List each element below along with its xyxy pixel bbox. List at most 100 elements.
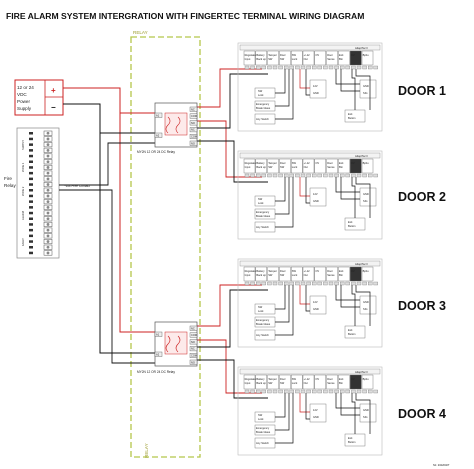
- diagram-title: FIRE ALARM SYSTEM INTERGRATION WITH FING…: [6, 11, 364, 21]
- terminal-pin: [323, 389, 328, 394]
- lock-switch-wire: [275, 69, 286, 94]
- exit-button-box: [344, 217, 366, 231]
- terminal-pin: [289, 389, 294, 394]
- terminal-pin: [334, 173, 339, 178]
- terminal-block-label: OV: [351, 161, 355, 165]
- sensor-gnd: GND: [363, 408, 369, 412]
- terminal-block: [361, 50, 374, 66]
- emergency-wire: [275, 285, 290, 323]
- relay1-to-door2-wire: [197, 140, 268, 183]
- any-switch-label: Any Switch: [256, 333, 269, 337]
- terminal-block-label: Input: [245, 165, 251, 169]
- fire-terminal-marker: [29, 223, 33, 226]
- terminal-pin: [328, 281, 334, 286]
- terminal-pin: [345, 173, 350, 178]
- terminal-pin: [295, 281, 300, 286]
- terminal-block: [338, 158, 350, 174]
- exit-label-2: Button: [348, 332, 356, 336]
- sensor-wire: [340, 177, 360, 200]
- exit-wire: [351, 393, 356, 434]
- terminal-block: [243, 50, 256, 66]
- fire-terminal-screw-head: [46, 143, 50, 147]
- terminal-block-label: Bpbu: [363, 377, 370, 381]
- terminal-block: [361, 374, 374, 390]
- any-switch-label: Any Switch: [256, 117, 269, 121]
- terminal-block: [291, 158, 303, 174]
- emergency-wire: [275, 177, 290, 215]
- relay-coil-pin: [154, 112, 163, 118]
- power-negative-wire: [63, 103, 155, 354]
- terminal-pin: [272, 173, 278, 178]
- terminal-pin: [345, 389, 350, 394]
- door-sensor-box: [359, 79, 377, 99]
- fire-contact-wire: [59, 189, 155, 364]
- terminal-block-label: Out: [304, 273, 308, 277]
- terminal-block-label: Exit: [339, 53, 344, 57]
- sensor-wire: [340, 393, 360, 416]
- terminal-pin: [250, 65, 255, 70]
- relay-pin-label: COM: [191, 114, 197, 118]
- terminal-pin: [345, 281, 350, 286]
- fire-terminal-screw-head: [46, 194, 50, 198]
- terminal-block-label: Door: [327, 269, 333, 273]
- terminal-block: [291, 266, 303, 282]
- fire-terminal-marker: [29, 246, 33, 249]
- power-supply-label-2: VDC: [17, 92, 27, 97]
- relay1-to-door2-wire: [197, 120, 262, 178]
- em-lock-12v: 12V: [313, 300, 318, 304]
- terminal-pin: [250, 173, 255, 178]
- terminal-block-label: Sense: [327, 165, 335, 169]
- terminal-pin: [278, 281, 283, 286]
- emergency-label-2: Break Glass: [256, 430, 271, 434]
- lock-power-wire: [299, 177, 310, 197]
- terminal-block-label: Lock: [292, 381, 298, 385]
- terminal-block-label: Out: [304, 381, 308, 385]
- terminal-block: [267, 266, 279, 282]
- terminal-pin: [256, 65, 261, 70]
- terminal-pin: [244, 281, 250, 286]
- terminal-block: [326, 374, 338, 390]
- terminal-header-bar: [239, 152, 381, 159]
- fire-panel: Fire Relay *Volt Free Contact SUPPLY ZON…: [4, 127, 90, 259]
- terminal-block: [279, 266, 291, 282]
- terminal-pin: [373, 281, 378, 286]
- terminal-pin: [300, 389, 306, 394]
- terminal-block-label: OV: [315, 53, 319, 57]
- relay-zone-bottom-label: RELAY: [144, 443, 149, 458]
- terminal-block: [350, 374, 362, 390]
- relay-switch-symbol: [165, 335, 171, 353]
- power-plus-symbol: +: [51, 86, 56, 95]
- terminal-block-label: Back up: [256, 381, 266, 385]
- terminal-pin: [284, 65, 289, 70]
- exit-button-box: [344, 433, 366, 447]
- terminal-pin: [312, 173, 317, 178]
- terminal-header-bar: [239, 260, 381, 267]
- terminal-pin: [351, 281, 356, 286]
- lock-ground-wire: [305, 285, 310, 312]
- lock-ground-wire: [305, 393, 310, 420]
- fire-terminal-marker: [29, 200, 33, 203]
- terminal-block: [314, 158, 326, 174]
- terminal-header-bar: [239, 368, 381, 375]
- terminal-block-label: SW: [280, 273, 285, 277]
- fire-terminal-screw-head: [46, 223, 50, 226]
- lock-ground-wire: [305, 177, 310, 204]
- emergency-label-2: Break Glass: [256, 214, 271, 218]
- relay2-to-door3-wire: [197, 289, 268, 348]
- exit-label-1: Exit: [348, 220, 353, 224]
- lock-sw-label: SW: [258, 413, 263, 417]
- terminal-pin: [362, 389, 367, 394]
- terminal-pin: [278, 173, 283, 178]
- relay-pin: [189, 106, 198, 112]
- lock-sw-label: SW: [258, 305, 263, 309]
- terminal-block: [350, 266, 362, 282]
- terminal-pin: [328, 173, 334, 178]
- exit-button-box: [344, 109, 366, 123]
- sensor-gnd: GND: [363, 192, 369, 196]
- fire-section-label-2: ZONE 2: [21, 186, 25, 196]
- fire-terminal-screw-head: [46, 217, 50, 221]
- terminal-block-label: +/-12: [304, 161, 311, 165]
- terminal-pin: [267, 65, 272, 70]
- relay1-to-door1-wire: [197, 68, 262, 108]
